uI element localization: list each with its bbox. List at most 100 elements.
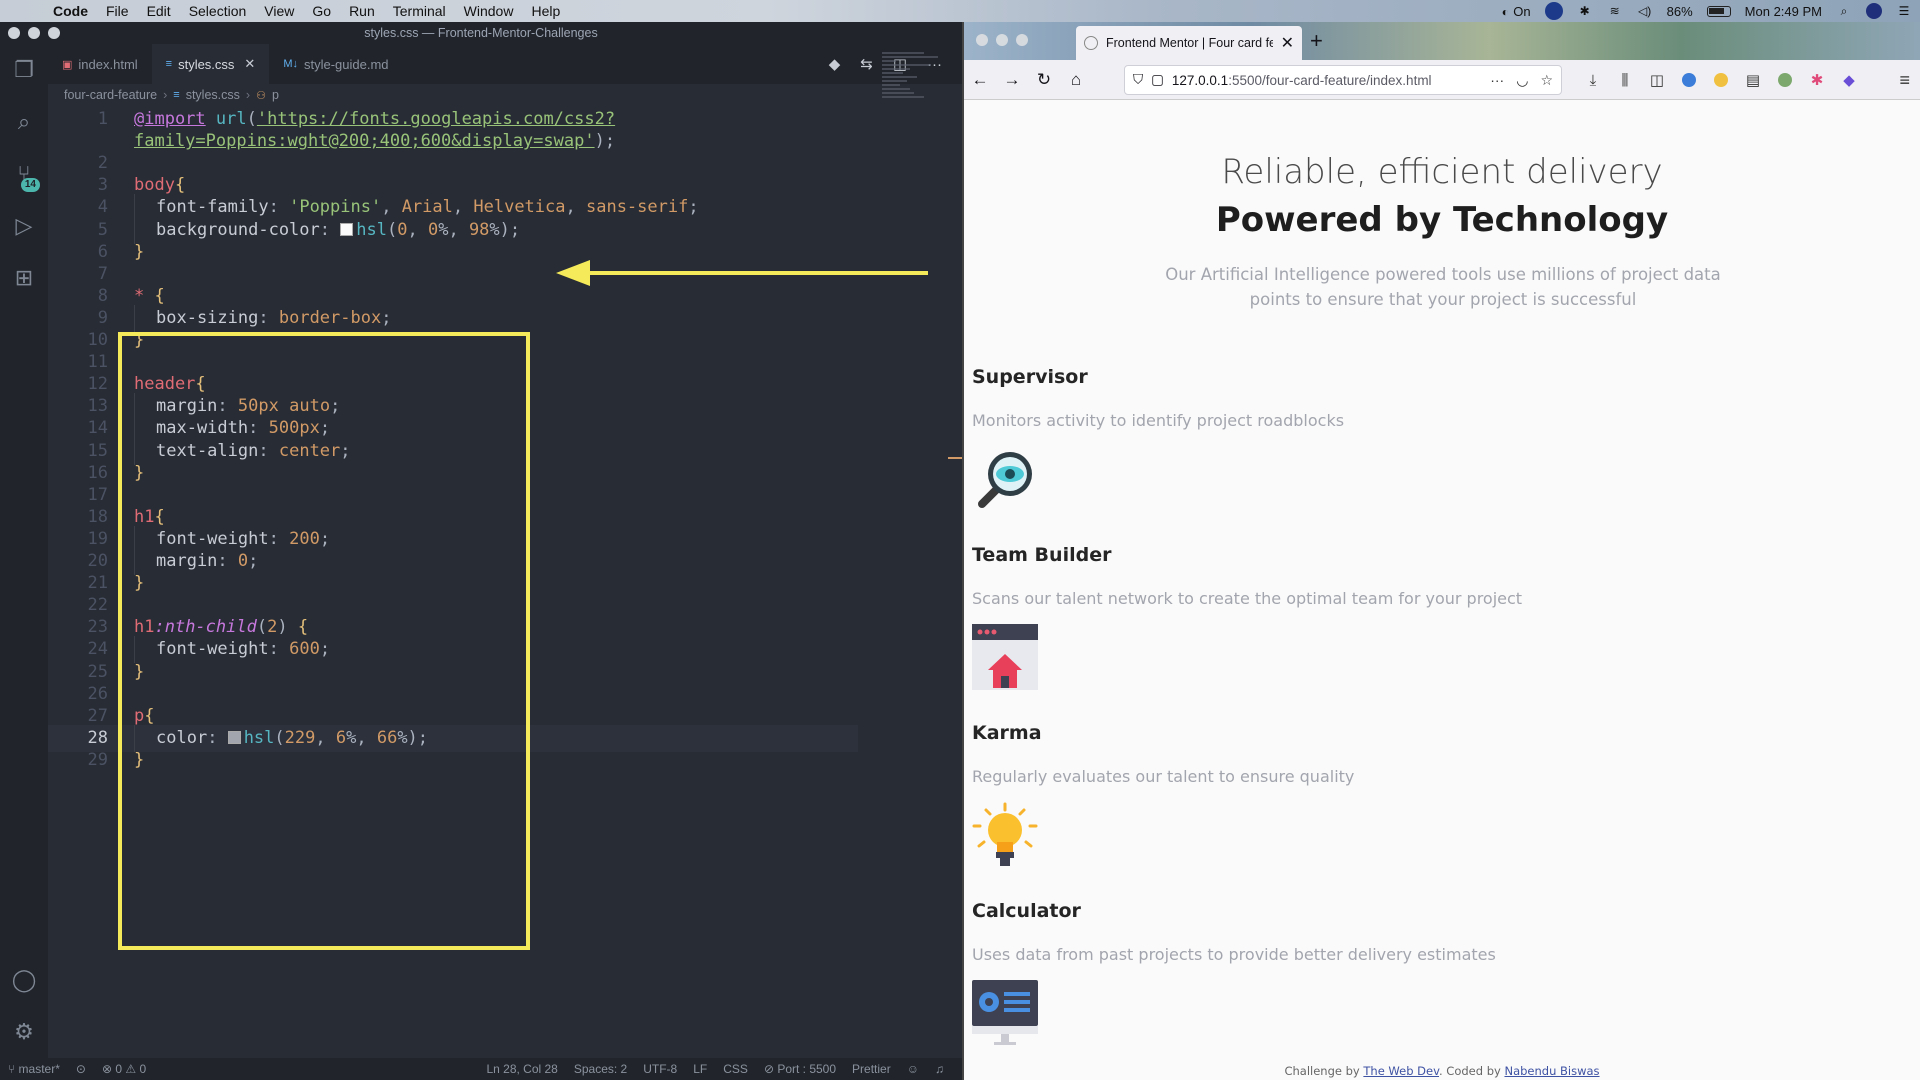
home-icon[interactable]: ⌂ — [1070, 69, 1082, 89]
close-tab-icon[interactable]: ✕ — [1280, 35, 1294, 52]
live-share-icon[interactable]: ⊙ — [75, 1062, 86, 1076]
breadcrumb-folder[interactable]: four-card-feature — [64, 88, 158, 102]
menu-selection[interactable]: Selection — [188, 3, 247, 19]
menu-terminal[interactable]: Terminal — [392, 3, 446, 19]
extension-sun-icon[interactable] — [1712, 71, 1730, 89]
tab-styles-css[interactable]: ≡ styles.css ✕ — [151, 44, 270, 84]
close-window-icon[interactable] — [8, 27, 20, 39]
breadcrumb-symbol[interactable]: p — [271, 88, 279, 102]
language-mode[interactable]: CSS — [723, 1062, 748, 1076]
menu-run[interactable]: Run — [349, 3, 375, 19]
code-line[interactable]: 17 — [48, 482, 858, 509]
library-icon[interactable]: ⫼ — [1621, 71, 1629, 89]
code-line[interactable]: 21} — [48, 570, 858, 597]
indentation[interactable]: Spaces: 2 — [573, 1062, 628, 1076]
code-line[interactable]: family=Poppins:wght@200;400;600&display=… — [48, 128, 858, 155]
wifi-icon[interactable]: ≋ — [1609, 4, 1620, 18]
menu-app-name[interactable]: Code — [53, 3, 88, 19]
tab-index-html[interactable]: ▣ index.html — [48, 44, 152, 84]
menu-help[interactable]: Help — [531, 3, 561, 19]
open-changes-icon[interactable]: ⇆ — [860, 56, 873, 73]
code-line[interactable]: 22 — [48, 592, 858, 619]
live-server-status[interactable]: ⊘ Port : 5500 — [763, 1062, 837, 1076]
code-line[interactable]: 6} — [48, 239, 858, 266]
focus-status[interactable]: ◐On — [1497, 4, 1531, 19]
menu-edit[interactable]: Edit — [146, 3, 171, 19]
forward-arrow-icon[interactable]: → — [1003, 69, 1021, 89]
more-actions-icon[interactable]: ··· — [927, 55, 942, 73]
code-line[interactable]: 25} — [48, 659, 858, 686]
downloads-icon[interactable]: ⤓ — [1589, 71, 1597, 89]
extension-notes-icon[interactable]: ▤ — [1745, 72, 1761, 89]
footer-link-the-web-dev[interactable]: The Web Dev — [1363, 1064, 1439, 1078]
zoom-window-icon[interactable] — [48, 27, 60, 39]
account-status-icon[interactable] — [1544, 2, 1563, 20]
back-arrow-icon[interactable]: ← — [971, 69, 989, 89]
code-line[interactable]: 8* { — [48, 283, 858, 310]
extension-globe-icon[interactable] — [1680, 71, 1698, 89]
git-lens-icon[interactable]: ◆ — [828, 56, 841, 73]
breadcrumb-file[interactable]: styles.css — [185, 88, 240, 102]
branch-status[interactable]: ⑂ master* — [8, 1062, 60, 1076]
cursor-position[interactable]: Ln 28, Col 28 — [486, 1062, 558, 1076]
zoom-window-icon[interactable] — [1016, 34, 1028, 46]
account-icon[interactable]: ◯ — [11, 967, 37, 992]
minimize-window-icon[interactable] — [996, 34, 1008, 46]
line-ending[interactable]: LF — [693, 1062, 708, 1076]
code-line[interactable]: 29} — [48, 747, 858, 774]
pocket-icon[interactable]: ◡ — [1516, 71, 1529, 88]
code-line[interactable]: 11 — [48, 349, 858, 376]
tab-style-guide-md[interactable]: M↓ style-guide.md — [269, 44, 403, 84]
menu-window[interactable]: Window — [463, 3, 514, 19]
extension-puzzle-icon[interactable] — [1776, 71, 1794, 89]
settings-gear-icon[interactable]: ⚙ — [14, 1019, 34, 1044]
explorer-icon[interactable]: ❐ — [14, 57, 34, 82]
spotlight-icon[interactable]: ⌕ — [1840, 4, 1848, 18]
code-line[interactable]: 1@import url('https://fonts.googleapis.c… — [48, 106, 858, 133]
page-info-icon[interactable]: ▢ — [1151, 72, 1164, 87]
browser-tab[interactable]: Frontend Mentor | Four card fe ✕ — [1076, 26, 1302, 60]
feedback-icon[interactable]: ☺ — [906, 1062, 919, 1076]
bluetooth-icon[interactable]: ✱ — [1579, 4, 1590, 18]
footer-link-author[interactable]: Nabendu Biswas — [1504, 1064, 1600, 1078]
notifications-bell-icon[interactable]: ♫ — [935, 1062, 944, 1076]
battery-percent[interactable]: 86% — [1666, 3, 1693, 19]
encoding[interactable]: UTF-8 — [643, 1062, 678, 1076]
code-line[interactable]: 7 — [48, 261, 858, 288]
bookmark-star-icon[interactable]: ☆ — [1540, 71, 1553, 88]
extension-gem-icon[interactable]: ◆ — [1843, 72, 1855, 89]
hamburger-menu-icon[interactable]: ≡ — [1899, 70, 1910, 90]
menu-go[interactable]: Go — [312, 3, 332, 19]
menu-file[interactable]: File — [106, 3, 129, 19]
code-line[interactable]: 16} — [48, 460, 858, 487]
page-actions-menu-icon[interactable]: ··· — [1490, 72, 1505, 88]
code-line[interactable]: 10} — [48, 327, 858, 354]
siri-icon[interactable] — [1866, 3, 1882, 19]
clock[interactable]: Mon 2:49 PM — [1744, 3, 1822, 19]
shield-icon[interactable]: ⛉ — [1133, 72, 1144, 87]
sidebar-icon[interactable]: ◫ — [1649, 72, 1665, 89]
source-control-icon[interactable]: ⑂14 — [0, 148, 48, 200]
code-line[interactable]: 26 — [48, 681, 858, 708]
minimize-window-icon[interactable] — [28, 27, 40, 39]
new-tab-plus-icon[interactable]: + — [1310, 28, 1323, 53]
volume-icon[interactable]: ◁) — [1638, 4, 1652, 18]
run-debug-icon[interactable]: ▷ — [15, 213, 33, 238]
problems-status[interactable]: ⊗ 0 ⚠ 0 — [101, 1062, 147, 1076]
control-center-icon[interactable]: ☰ — [1898, 4, 1910, 18]
search-icon[interactable]: ⌕ — [17, 109, 31, 134]
extensions-icon[interactable]: ⊞ — [14, 265, 34, 290]
url-bar[interactable]: ⛉ ▢ 127.0.0.1:5500/four-card-feature/ind… — [1124, 65, 1562, 95]
